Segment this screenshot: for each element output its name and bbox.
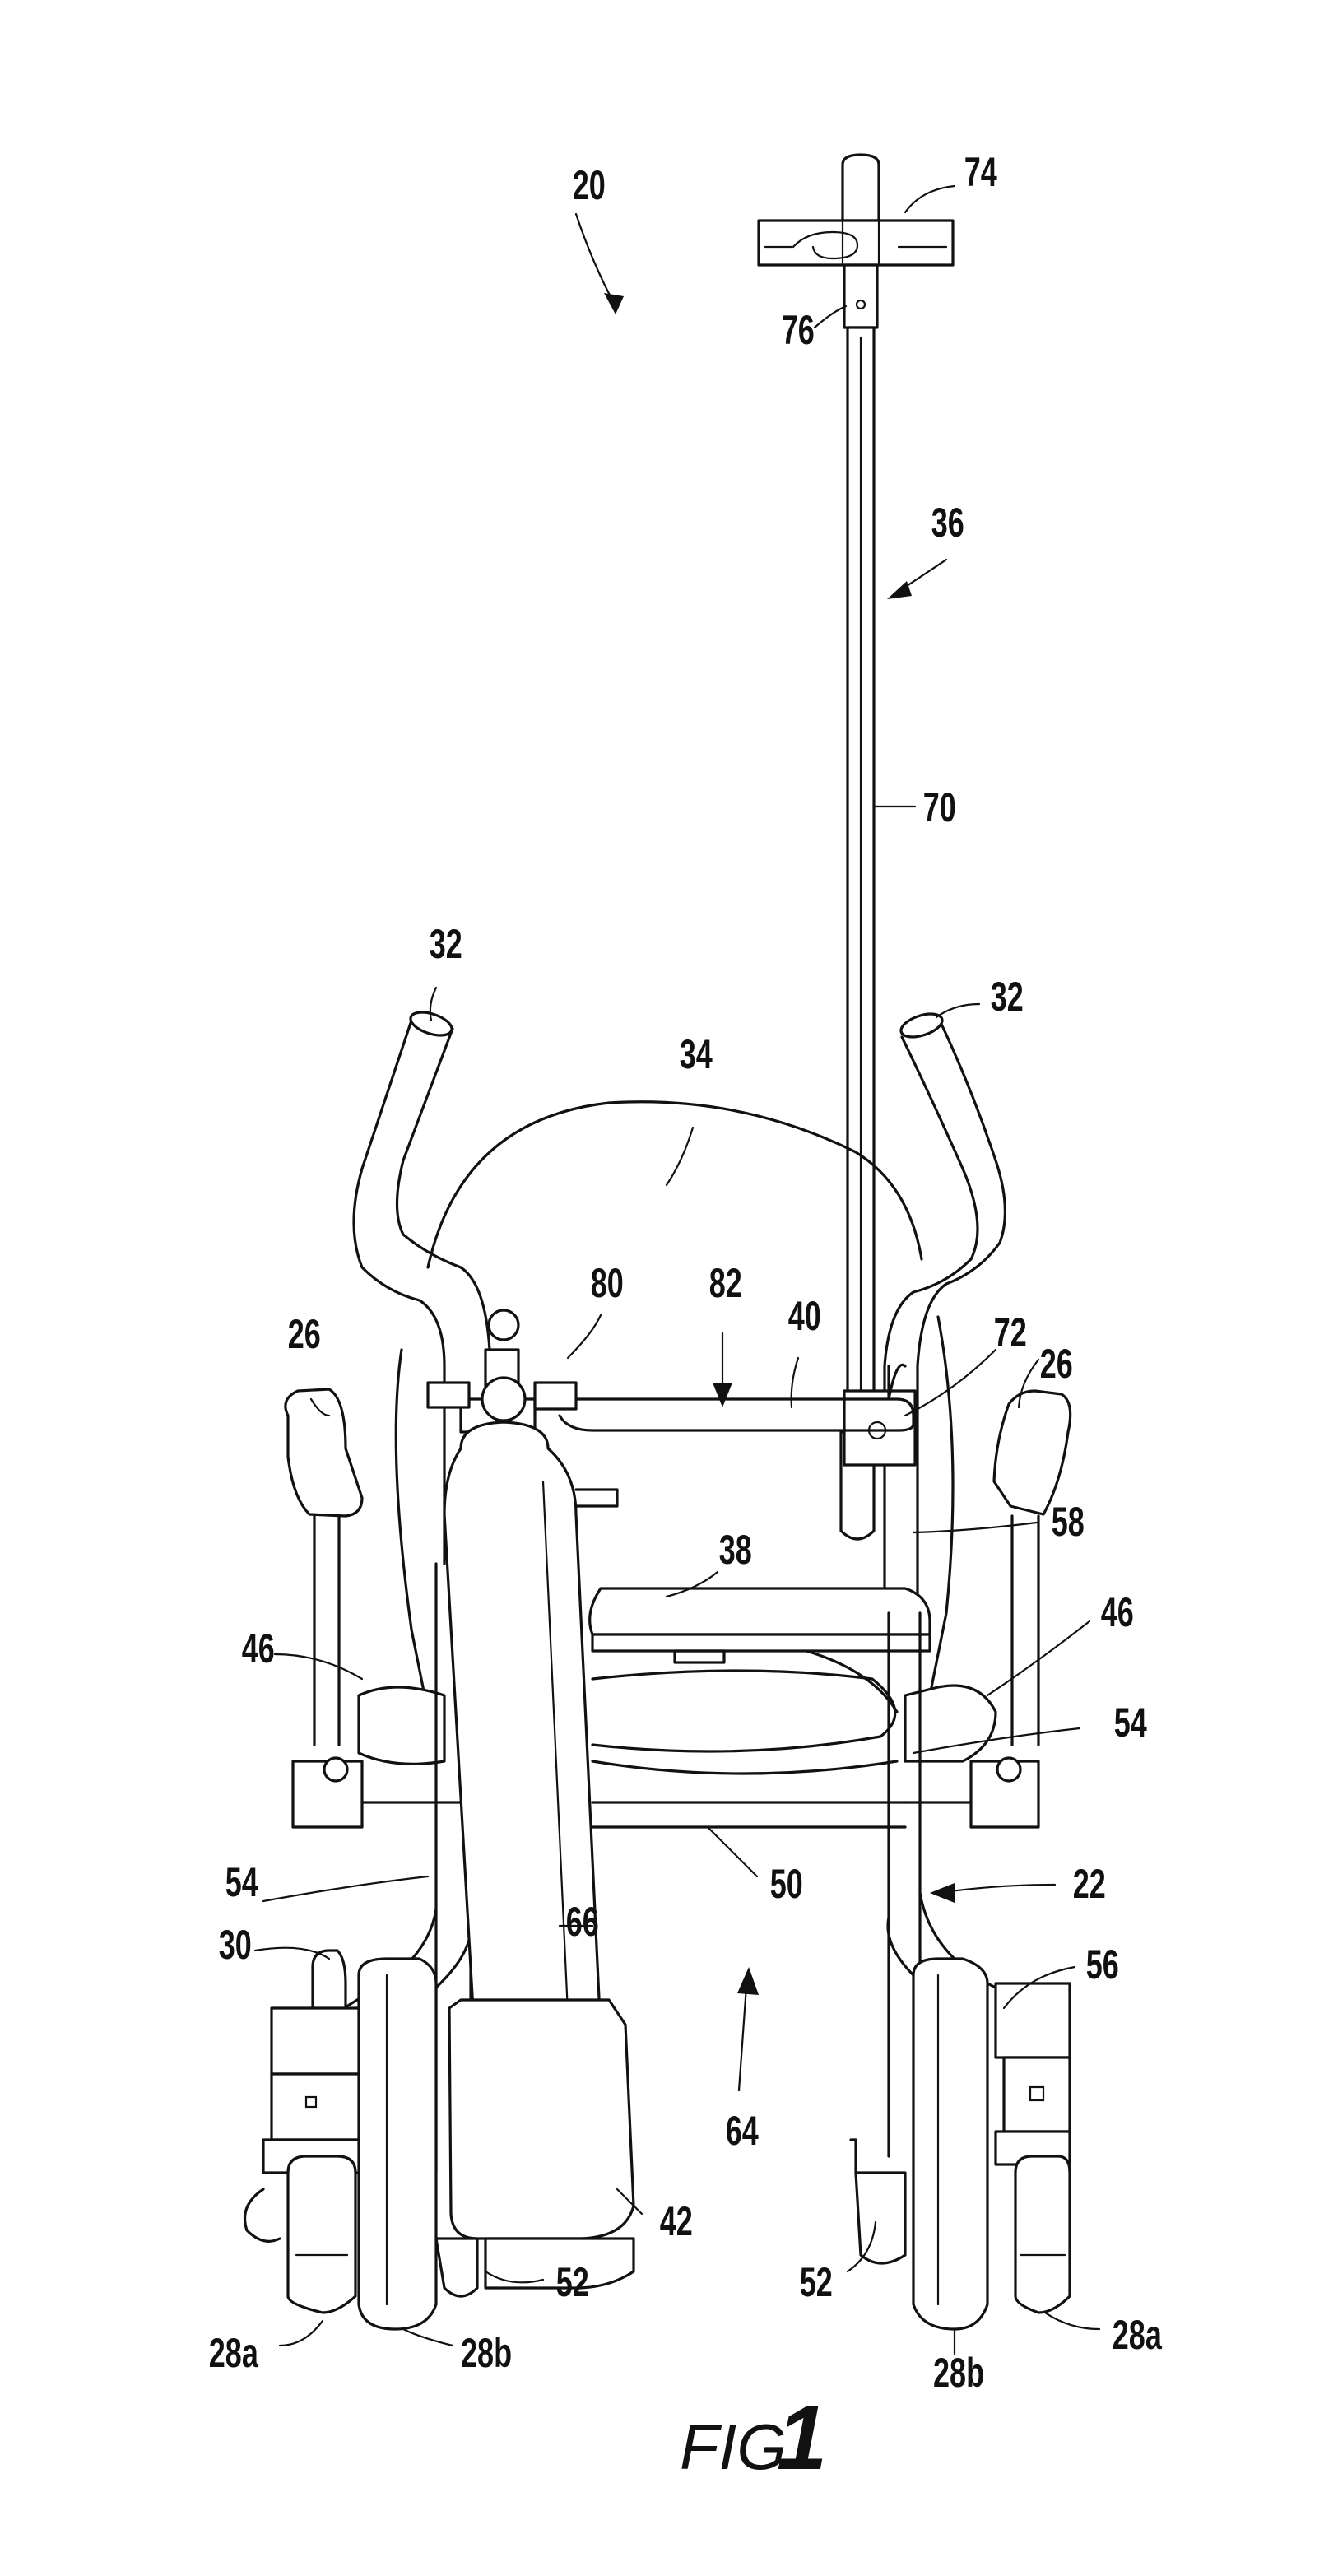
label-82: 82 bbox=[709, 1261, 742, 1306]
label-36: 36 bbox=[931, 500, 964, 546]
label-76: 76 bbox=[782, 308, 815, 353]
label-22: 22 bbox=[1073, 1862, 1106, 1907]
label-30: 30 bbox=[219, 1923, 252, 1968]
label-58: 58 bbox=[1052, 1500, 1085, 1545]
label-26-left: 26 bbox=[288, 1312, 321, 1357]
seat bbox=[590, 1588, 930, 1827]
label-28a-left: 28a bbox=[209, 2331, 259, 2376]
label-66: 66 bbox=[566, 1899, 599, 1945]
label-20: 20 bbox=[573, 163, 606, 208]
label-42: 42 bbox=[660, 2199, 693, 2244]
label-28b-left: 28b bbox=[461, 2331, 512, 2376]
label-28a-right: 28a bbox=[1113, 2313, 1163, 2358]
right-wheels bbox=[851, 1959, 1070, 2329]
label-52-right: 52 bbox=[800, 2260, 833, 2305]
label-40: 40 bbox=[788, 1294, 821, 1339]
label-46-left: 46 bbox=[242, 1626, 275, 1672]
iv-hook-bracket bbox=[759, 221, 953, 265]
label-46-right: 46 bbox=[1101, 1590, 1134, 1635]
label-38: 38 bbox=[719, 1527, 752, 1573]
label-70: 70 bbox=[923, 785, 956, 830]
label-52-left: 52 bbox=[556, 2260, 589, 2305]
label-56: 56 bbox=[1086, 1942, 1119, 1988]
label-74: 74 bbox=[964, 150, 997, 195]
label-80: 80 bbox=[591, 1261, 624, 1306]
pole-mount-72 bbox=[844, 1391, 915, 1465]
figure-caption: FIG. 1 bbox=[680, 2388, 827, 2489]
label-72: 72 bbox=[994, 1310, 1027, 1355]
label-26-right: 26 bbox=[1040, 1341, 1073, 1387]
tank-holder-42 bbox=[449, 2000, 634, 2239]
label-28b-right: 28b bbox=[933, 2350, 984, 2396]
label-50: 50 bbox=[770, 1862, 803, 1907]
left-wheels bbox=[245, 1951, 478, 2329]
oxygen-tank bbox=[428, 1310, 634, 2288]
label-32-left: 32 bbox=[430, 922, 462, 967]
label-54-right: 54 bbox=[1114, 1700, 1147, 1746]
label-64: 64 bbox=[726, 2109, 759, 2154]
caption-number: 1 bbox=[777, 2388, 827, 2489]
label-34: 34 bbox=[680, 1032, 713, 1077]
label-54-left: 54 bbox=[225, 1860, 258, 1905]
label-32-right: 32 bbox=[991, 974, 1024, 1020]
pole-collar bbox=[844, 265, 877, 328]
